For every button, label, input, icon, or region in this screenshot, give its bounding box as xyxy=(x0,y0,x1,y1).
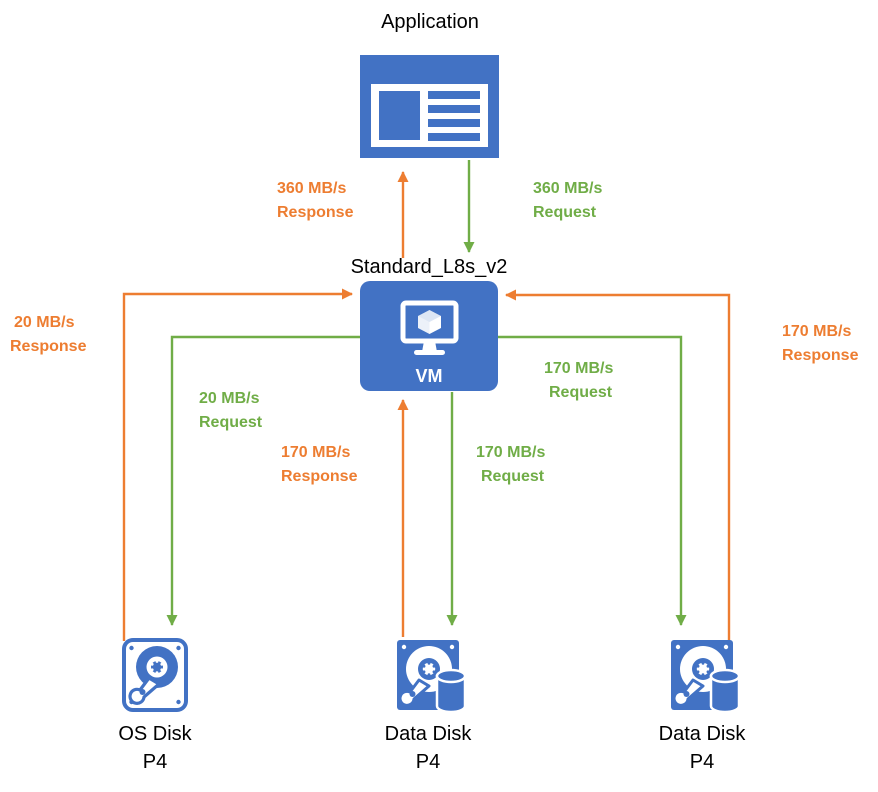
os-disk-icon[interactable] xyxy=(122,638,188,712)
os-disk-label-line1: OS Disk xyxy=(118,723,192,745)
vm-node[interactable] xyxy=(360,281,498,391)
flow-label-app-response-kind: Response xyxy=(277,204,354,221)
database-cylinder-icon xyxy=(435,668,467,714)
connector-datadisk2-response xyxy=(505,289,731,641)
flow-label-osdisk-request-kind: Request xyxy=(199,414,263,431)
data-disk-2-label-line2: P4 xyxy=(689,751,715,773)
flow-label-datadisk2-request-rate: 170 MB/s xyxy=(544,360,614,377)
database-cylinder-icon xyxy=(709,668,741,714)
application-window-icon xyxy=(360,55,499,158)
flow-label-app-response-rate: 360 MB/s xyxy=(277,180,347,197)
virtual-machine-monitor-icon xyxy=(400,300,459,355)
flow-label-datadisk2-response-kind: Response xyxy=(782,347,859,364)
data-disk-1-label-line1: Data Disk xyxy=(384,723,472,745)
flow-label-app-request-rate: 360 MB/s xyxy=(533,180,603,197)
vm-caption-label: VM xyxy=(415,366,443,386)
connector-osdisk-response xyxy=(122,288,353,641)
flow-label-osdisk-response-rate: 20 MB/s xyxy=(14,314,75,331)
flow-label-datadisk1-response-kind: Response xyxy=(281,468,358,485)
flow-label-datadisk2-response-rate: 170 MB/s xyxy=(782,323,852,340)
flow-label-datadisk1-request-rate: 170 MB/s xyxy=(476,444,546,461)
flow-label-datadisk1-response-rate: 170 MB/s xyxy=(281,444,351,461)
data-disk-icon-2[interactable] xyxy=(671,640,741,714)
data-disk-2-label-line1: Data Disk xyxy=(658,723,746,745)
os-disk-label-line2: P4 xyxy=(142,751,168,773)
flow-label-app-request-kind: Request xyxy=(533,204,597,221)
flow-label-osdisk-request-rate: 20 MB/s xyxy=(199,390,260,407)
flow-label-osdisk-response-kind: Response xyxy=(10,338,87,355)
application-label: Application xyxy=(381,11,479,33)
connector-osdisk-request xyxy=(166,335,360,626)
flow-label-datadisk1-request-kind: Request xyxy=(481,468,545,485)
flow-label-datadisk2-request-kind: Request xyxy=(549,384,613,401)
data-disk-icon-1[interactable] xyxy=(397,640,467,714)
vm-title-label: Standard_L8s_v2 xyxy=(350,256,508,278)
connector-datadisk2-request xyxy=(498,335,687,626)
data-disk-1-label-line2: P4 xyxy=(415,751,441,773)
